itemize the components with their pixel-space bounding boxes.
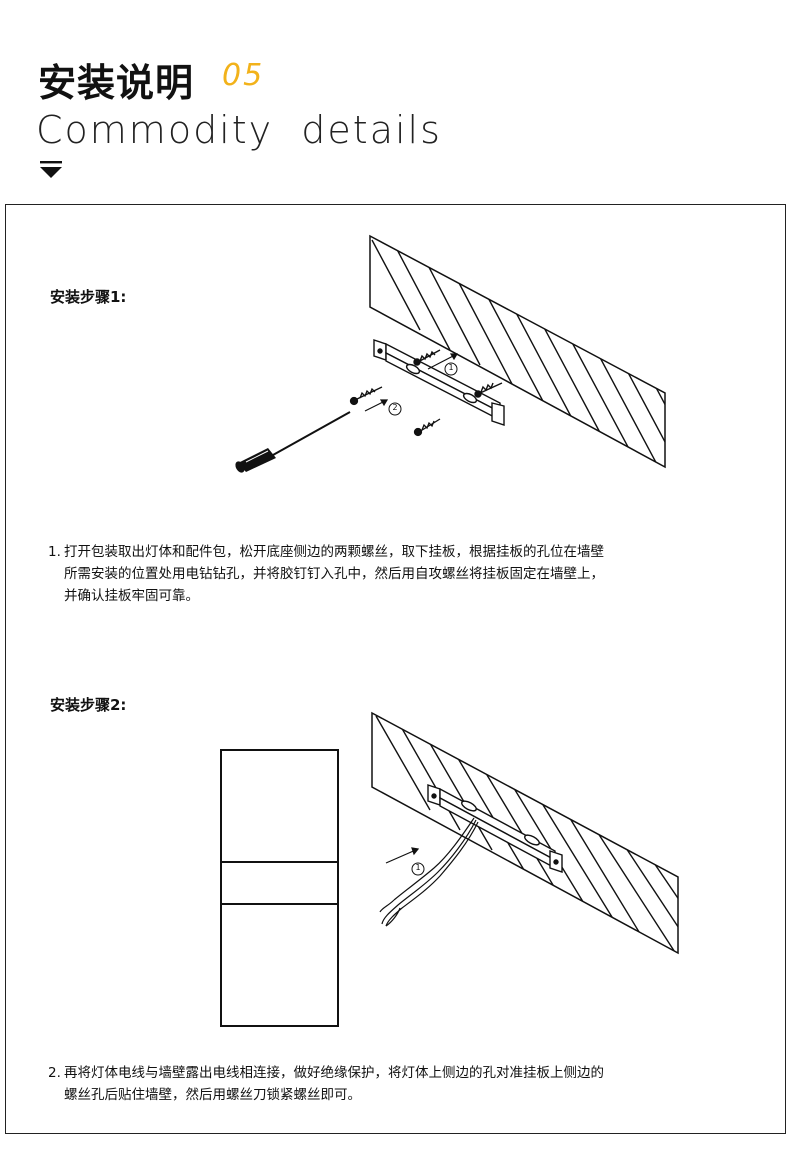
screwdriver-icon [235,411,351,473]
callout-marker-2 [388,402,402,416]
callout-marker-1 [444,362,458,376]
step1-title: 安装步骤1: [50,288,127,306]
electric-wires [379,817,479,927]
callout-label-1: 1 [448,363,454,372]
mounting-bracket-2 [427,784,563,873]
step2-title: 安装步骤2: [50,696,127,714]
down-arrow-icon [40,161,62,178]
page-title: 安装说明 [38,61,195,105]
callout-label-step2: 1 [415,863,421,872]
step2-text-line2: 螺丝孔后贴住墙壁，然后用螺丝刀锁紧螺丝即可。 [64,1087,361,1103]
step1-text-line1: 打开包装取出灯体和配件包，松开底座侧边的两颗螺丝，取下挂板，根据挂板的孔位在墙壁 [64,544,604,560]
step1-text-line2: 所需安装的位置处用电钻钻孔，并将胶钉钉入孔中，然后用自攻螺丝将挂板固定在墙壁上， [64,566,604,582]
instruction-frame [5,204,786,1134]
step1-text-line3: 并确认挂板牢固可靠。 [64,588,199,604]
page-subtitle: Commodity details [36,108,442,152]
callout-marker-step2 [411,862,425,876]
screw-icon [413,349,503,398]
step1-number: 1. [48,544,61,560]
callout-label-2: 2 [392,403,398,412]
screw-icon [349,386,441,437]
lamp-body-front-view [220,749,339,1027]
step2-number: 2. [48,1065,61,1081]
wall-hatched-panel-2 [371,711,679,955]
step2-description: 2.再将灯体电线与墙壁露出电线相连接，做好绝缘保护，将灯体上侧边的孔对准挂板上侧… [48,1062,768,1106]
step2-text-line1: 再将灯体电线与墙壁露出电线相连接，做好绝缘保护，将灯体上侧边的孔对准挂板上侧边的 [64,1065,604,1081]
section-number: 05 [222,58,265,93]
step1-description: 1.打开包装取出灯体和配件包，松开底座侧边的两颗螺丝，取下挂板，根据挂板的孔位在… [48,541,768,607]
